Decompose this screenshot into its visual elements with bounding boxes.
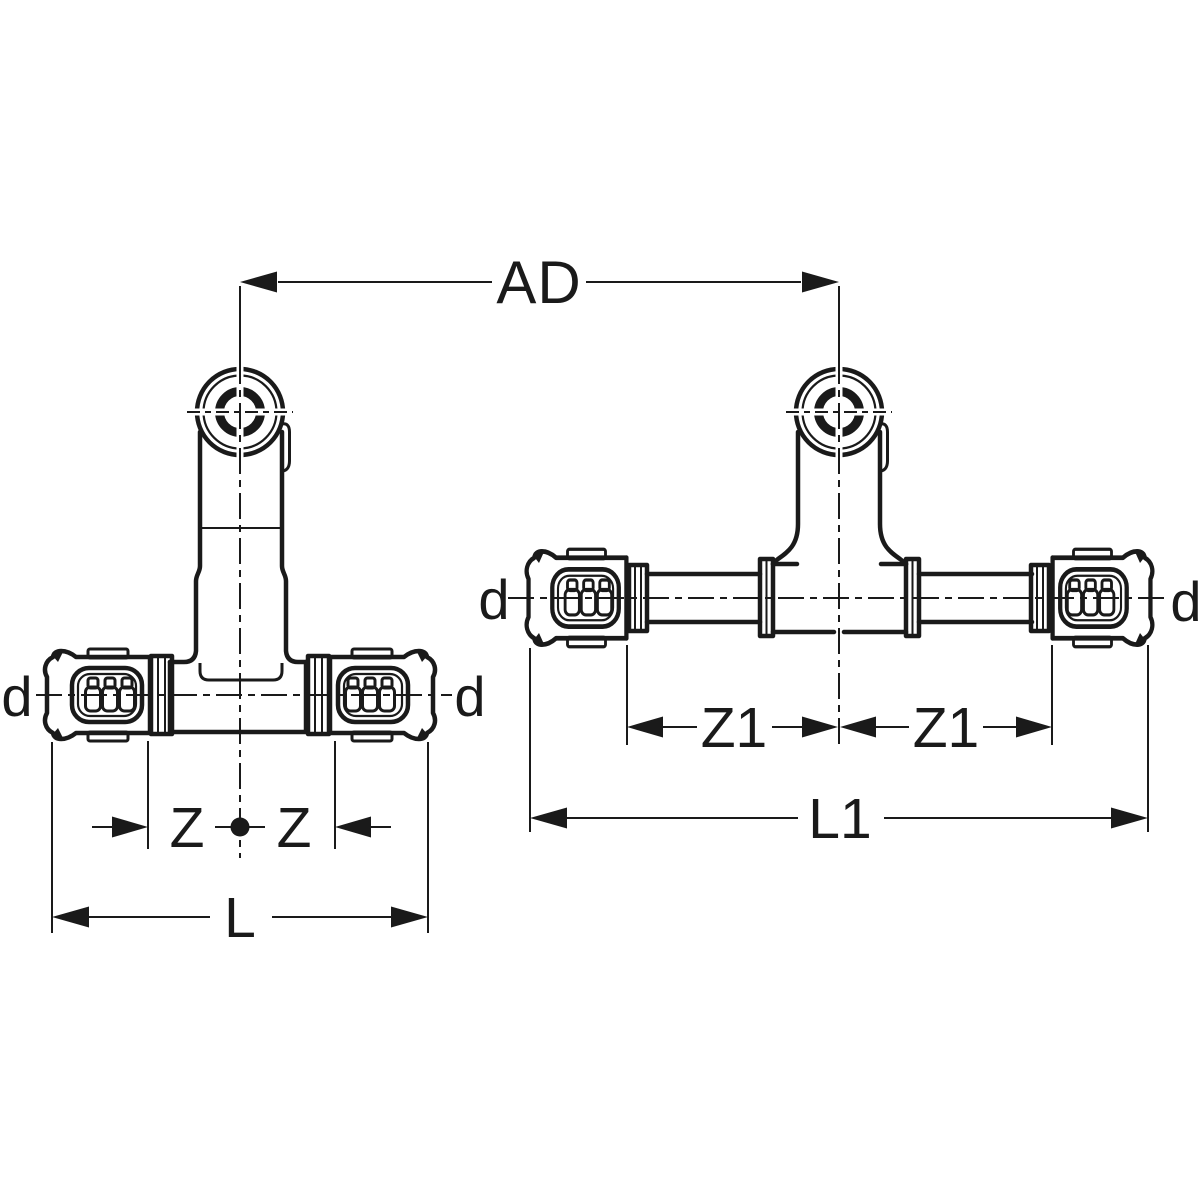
right-view-pipes xyxy=(644,571,1035,625)
right-view-body xyxy=(757,556,922,639)
left-view-branch-pipe xyxy=(167,422,309,665)
dimension-z: Z Z xyxy=(92,741,391,860)
dimension-l1: L1 xyxy=(529,645,1149,851)
right-view-tee xyxy=(508,286,1170,748)
label-d-right-view-right: d xyxy=(1170,570,1200,633)
label-l: L xyxy=(224,886,256,950)
label-z1-right: Z1 xyxy=(913,696,980,760)
label-d-left-view-right: d xyxy=(454,665,485,728)
label-z1-left: Z1 xyxy=(701,696,768,760)
label-d-right-view-left: d xyxy=(478,568,509,631)
label-ad: AD xyxy=(496,249,581,316)
label-z-left: Z xyxy=(170,796,205,860)
dimension-ad: AD xyxy=(240,249,839,316)
label-d-left-view-left: d xyxy=(1,665,32,728)
dimension-l: L xyxy=(51,742,429,950)
label-z-right: Z xyxy=(277,796,312,860)
left-view-tee xyxy=(36,286,452,858)
dimension-z1: Z1 Z1 xyxy=(626,645,1053,760)
z-center-dot xyxy=(230,817,250,837)
left-view-body xyxy=(167,659,309,735)
label-l1: L1 xyxy=(808,787,871,851)
